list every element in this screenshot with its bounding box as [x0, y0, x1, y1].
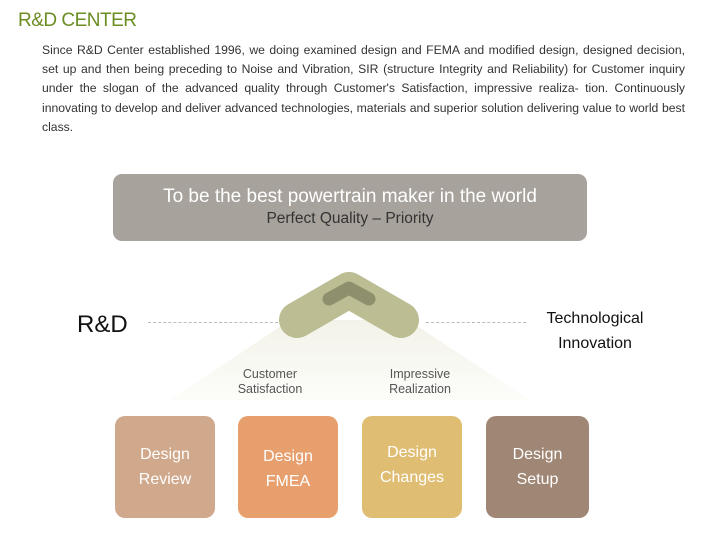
- tech-line2: Innovation: [558, 335, 632, 352]
- box-line: Design: [387, 444, 437, 461]
- box-line: Setup: [516, 471, 559, 488]
- box-line: Changes: [379, 469, 445, 486]
- dashed-line-left: [148, 322, 278, 323]
- vision-subline: Perfect Quality – Priority: [266, 210, 434, 227]
- technological-innovation-label: Technological Innovation: [530, 306, 660, 356]
- vision-headline: To be the best powertrain maker in the w…: [163, 186, 537, 207]
- tech-line1: Technological: [546, 310, 644, 327]
- label-line: Realization: [389, 382, 451, 396]
- box-line: FMEA: [265, 473, 311, 490]
- impressive-realization-label: Impressive Realization: [370, 367, 470, 397]
- light-cone: [170, 320, 530, 400]
- box-line: Design: [140, 446, 190, 463]
- intro-paragraph: Since R&D Center established 1996, we do…: [42, 43, 685, 134]
- customer-satisfaction-label: Customer Satisfaction: [220, 367, 320, 397]
- vision-banner: To be the best powertrain maker in the w…: [113, 174, 587, 241]
- box-line: Design: [263, 448, 313, 465]
- label-line: Impressive: [389, 367, 451, 381]
- page-title: R&D CENTER: [18, 10, 137, 31]
- rd-label: R&D: [77, 311, 128, 338]
- dashed-line-right: [426, 322, 526, 323]
- box-line: Review: [138, 471, 192, 488]
- chevron-inner: [322, 281, 376, 306]
- label-line: Customer: [242, 367, 298, 381]
- label-line: Satisfaction: [237, 382, 303, 396]
- box-line: Design: [512, 446, 563, 463]
